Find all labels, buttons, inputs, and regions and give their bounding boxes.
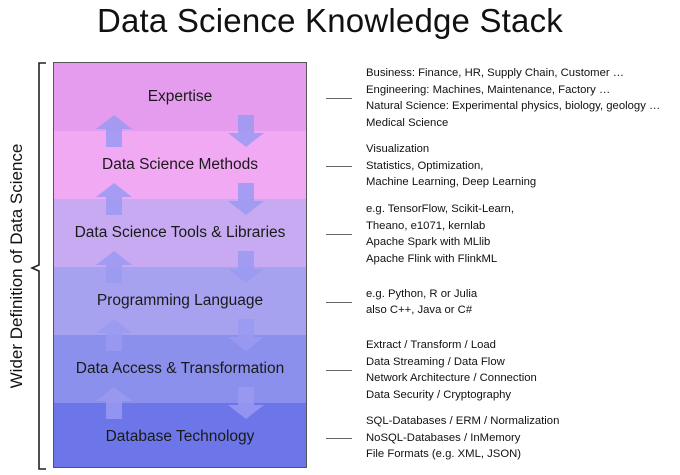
description-line: Apache Flink with FlinkML	[366, 252, 498, 265]
layer-label: Data Access & Transformation	[75, 360, 285, 377]
layer-description: e.g. TensorFlow, Scikit-Learn, Theano, e1…	[366, 201, 678, 267]
description-line: Data Security / Cryptography	[366, 388, 512, 401]
arrow-up-icon-2	[96, 183, 132, 215]
arrow-down-icon-5	[228, 387, 264, 419]
arrow-up-icon-1	[96, 115, 132, 147]
layer-3	[54, 199, 306, 267]
arrow-up-icon-4	[96, 319, 132, 351]
layer-1	[54, 63, 306, 131]
connector-line	[326, 98, 352, 99]
arrow-down-icon-3	[228, 251, 264, 283]
description-line: Visualization	[366, 143, 430, 156]
description-line: SQL-Databases / ERM / Normalization	[366, 415, 560, 428]
layer-5	[54, 335, 306, 403]
layer-label: Database Technology	[105, 428, 255, 445]
layer-label: Programming Language	[96, 292, 264, 309]
arrow-up-icon-5	[96, 387, 132, 419]
description-line: File Formats (e.g. XML, JSON)	[366, 448, 522, 461]
arrow-down-icon-2	[228, 183, 264, 215]
description-line: e.g. TensorFlow, Scikit-Learn,	[366, 203, 514, 215]
layer-description: Business: Finance, HR, Supply Chain, Cus…	[366, 65, 678, 131]
description-line: Natural Science: Experimental physics, b…	[366, 100, 661, 112]
description-line: Machine Learning, Deep Learning	[366, 176, 537, 189]
layer-description: e.g. Python, R or Julia also C++, Java or…	[366, 286, 678, 319]
layer-label: Expertise	[147, 88, 213, 105]
side-label: Wider Definition of Data Science	[7, 143, 26, 389]
arrow-down-icon-4	[228, 319, 264, 351]
connector-line	[326, 302, 352, 303]
description-line: Statistics, Optimization,	[366, 159, 484, 172]
description-line: NoSQL-Databases / InMemory	[366, 431, 521, 444]
description-line: Data Streaming / Data Flow	[366, 355, 505, 368]
description-line: Extract / Transform / Load	[366, 339, 496, 351]
left-brace	[30, 62, 46, 470]
description-line: Network Architecture / Connection	[366, 372, 537, 384]
description-line: also C++, Java or C#	[366, 304, 473, 316]
connector-line	[326, 370, 352, 371]
description-line: Theano, e1071, kernlab	[366, 219, 486, 232]
connector-line	[326, 234, 352, 235]
layer-4	[54, 267, 306, 335]
layer-label: Data Science Methods	[102, 156, 258, 173]
layer-label: Data Science Tools & Libraries	[74, 224, 286, 241]
description-line: Apache Spark with MLlib	[366, 236, 491, 248]
connector-line	[326, 166, 352, 167]
description-line: Business: Finance, HR, Supply Chain, Cus…	[366, 67, 625, 79]
connector-line	[326, 438, 352, 439]
arrow-down-icon-1	[228, 115, 264, 147]
layer-6	[54, 403, 306, 467]
diagram-title: Data Science Knowledge Stack	[96, 2, 564, 39]
description-line: Engineering: Machines, Maintenance, Fact…	[366, 83, 611, 96]
arrow-up-icon-3	[96, 251, 132, 283]
description-line: e.g. Python, R or Julia	[366, 287, 478, 300]
description-line: Medical Science	[366, 116, 449, 129]
layer-2	[54, 131, 306, 199]
